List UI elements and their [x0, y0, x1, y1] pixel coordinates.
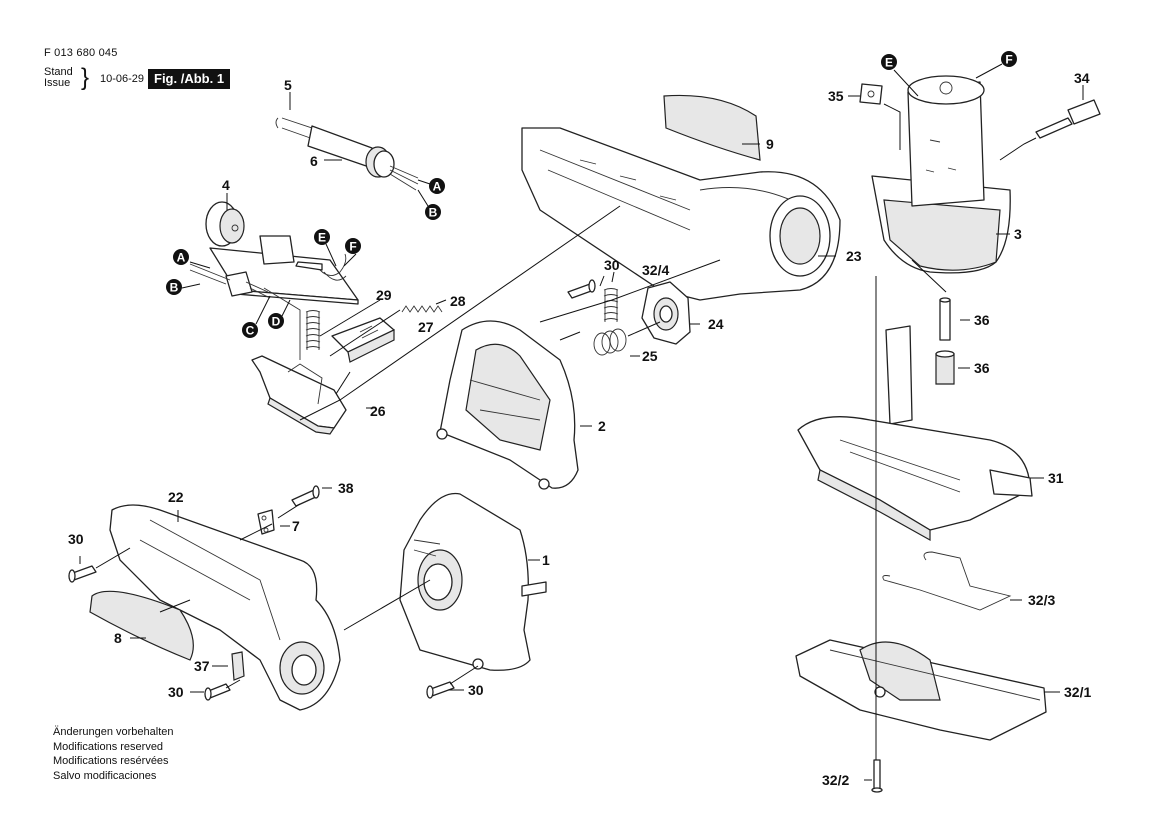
notice-line-de: Änderungen vorbehalten [53, 726, 174, 738]
stand-label: Stand [44, 66, 73, 78]
part-clip-7 [257, 509, 275, 535]
issue-label: Issue [44, 77, 71, 89]
svg-text:E: E [885, 56, 893, 70]
callout-30-bottom: 30 [468, 682, 484, 698]
part-plate-34 [859, 83, 883, 105]
part-base-plate-32-2 [795, 639, 1047, 741]
notice-line-en: Modifications reserved [53, 740, 164, 753]
badge-E-board: E [314, 229, 330, 245]
callout-22: 22 [168, 489, 184, 505]
modifications-notice: Änderungen vorbehalten Modifications res… [53, 725, 173, 783]
callout-28: 27 [418, 319, 434, 335]
part-motor-3 [871, 75, 1011, 274]
part-cable-strain-relief [275, 117, 419, 191]
callout-32-1: 31 [1048, 470, 1064, 486]
leader-lines [79, 85, 1084, 781]
callout-37: 37 [194, 658, 210, 674]
part-cap-37 [231, 651, 245, 681]
callout-31: 32/4 [642, 262, 669, 278]
part-base-32-1 [797, 325, 1033, 542]
callout-8: 8 [114, 630, 122, 646]
part-shaft-33 [1035, 99, 1101, 139]
svg-text:C: C [246, 324, 255, 338]
callout-30-handle: 30 [168, 684, 184, 700]
callout-6: 6 [310, 153, 318, 169]
part-screw-30-bottom [426, 681, 455, 699]
callout-7: 7 [292, 518, 300, 534]
callout-1: 1 [542, 552, 550, 568]
svg-text:F: F [1005, 53, 1012, 67]
part-wire-clip-32-4 [882, 551, 1012, 611]
part-handle-22 [109, 504, 341, 711]
part-callouts: 5 6 4 29 28 27 26 9 23 30 32/4 24 25 2 3… [68, 70, 1091, 788]
badge-F-motor: F [1001, 51, 1017, 67]
part-screw-38 [291, 485, 320, 507]
notice-line-es: Salvo modificaciones [53, 769, 157, 782]
callout-29: 28 [450, 293, 466, 309]
part-spring-29 [401, 305, 443, 313]
callout-30-left: 30 [68, 531, 84, 547]
badge-A-board: A [173, 249, 189, 265]
brace-icon: } [81, 64, 90, 91]
part-slider-28 [331, 317, 395, 363]
callout-27: 29 [376, 287, 392, 303]
badge-C-board: C [242, 322, 258, 338]
callout-32-4: 32/3 [1028, 592, 1055, 608]
part-switch-board [189, 201, 359, 360]
callout-3: 3 [1014, 226, 1022, 242]
notice-line-fr: Modifications resérvées [53, 755, 169, 767]
badge-F-board: F [345, 238, 361, 254]
part-spring-31 [603, 288, 619, 322]
callout-2: 2 [598, 418, 606, 434]
badge-B-cable: B [425, 204, 441, 220]
callout-34: 35 [828, 88, 844, 104]
callout-26: 26 [370, 403, 386, 419]
svg-text:B: B [170, 281, 179, 295]
document-header: F 013 680 045 Stand Issue } 10-06-29 Fig… [44, 47, 231, 90]
callout-38: 38 [338, 480, 354, 496]
issue-date: 10-06-29 [100, 73, 145, 85]
part-trigger-26 [251, 355, 347, 435]
callout-5: 5 [284, 77, 292, 93]
callout-4: 4 [222, 177, 230, 193]
part-spring-25 [593, 328, 627, 356]
connector-badges: A B A B C D E F [166, 51, 1017, 338]
badge-D-board: D [268, 313, 284, 329]
part-screw-30-middle [567, 279, 596, 299]
callout-35: 36 [974, 312, 990, 328]
svg-text:A: A [177, 251, 186, 265]
callout-24: 24 [708, 316, 724, 332]
part-screw-30-handle [204, 683, 231, 701]
issue-row: Stand Issue } 10-06-29 Fig. /Abb. 1 [44, 64, 274, 95]
document-number: F 013 680 045 [44, 47, 118, 59]
callout-32-2: 32/1 [1064, 684, 1091, 700]
svg-text:B: B [429, 206, 438, 220]
figure-label: Fig. /Abb. 1 [148, 69, 231, 89]
callout-23: 23 [846, 248, 862, 264]
part-sleeve-36 [935, 350, 955, 385]
svg-text:E: E [318, 231, 326, 245]
part-sleeve-35 [939, 297, 951, 341]
svg-text:F: F [349, 240, 356, 254]
callout-25: 25 [642, 348, 658, 364]
part-housing-23 [521, 127, 841, 301]
svg-text:D: D [272, 315, 281, 329]
part-motor-cover-1 [399, 492, 547, 671]
issue-labels: Stand Issue [44, 67, 73, 89]
callout-9: 9 [766, 136, 774, 152]
badge-E-motor: E [881, 54, 897, 70]
badge-B-board: B [166, 279, 182, 295]
callout-30-middle: 30 [604, 257, 620, 273]
part-grip-insert-9 [663, 94, 761, 161]
callout-33: 34 [1074, 70, 1090, 86]
part-front-housing-2 [436, 320, 579, 490]
badge-A-cable: A [429, 178, 445, 194]
callout-32-3: 32/2 [822, 772, 849, 788]
part-spring-27 [305, 310, 321, 350]
svg-text:A: A [433, 180, 442, 194]
part-screw-32-3 [871, 759, 883, 793]
part-screw-30-left [68, 565, 97, 583]
callout-36: 36 [974, 360, 990, 376]
